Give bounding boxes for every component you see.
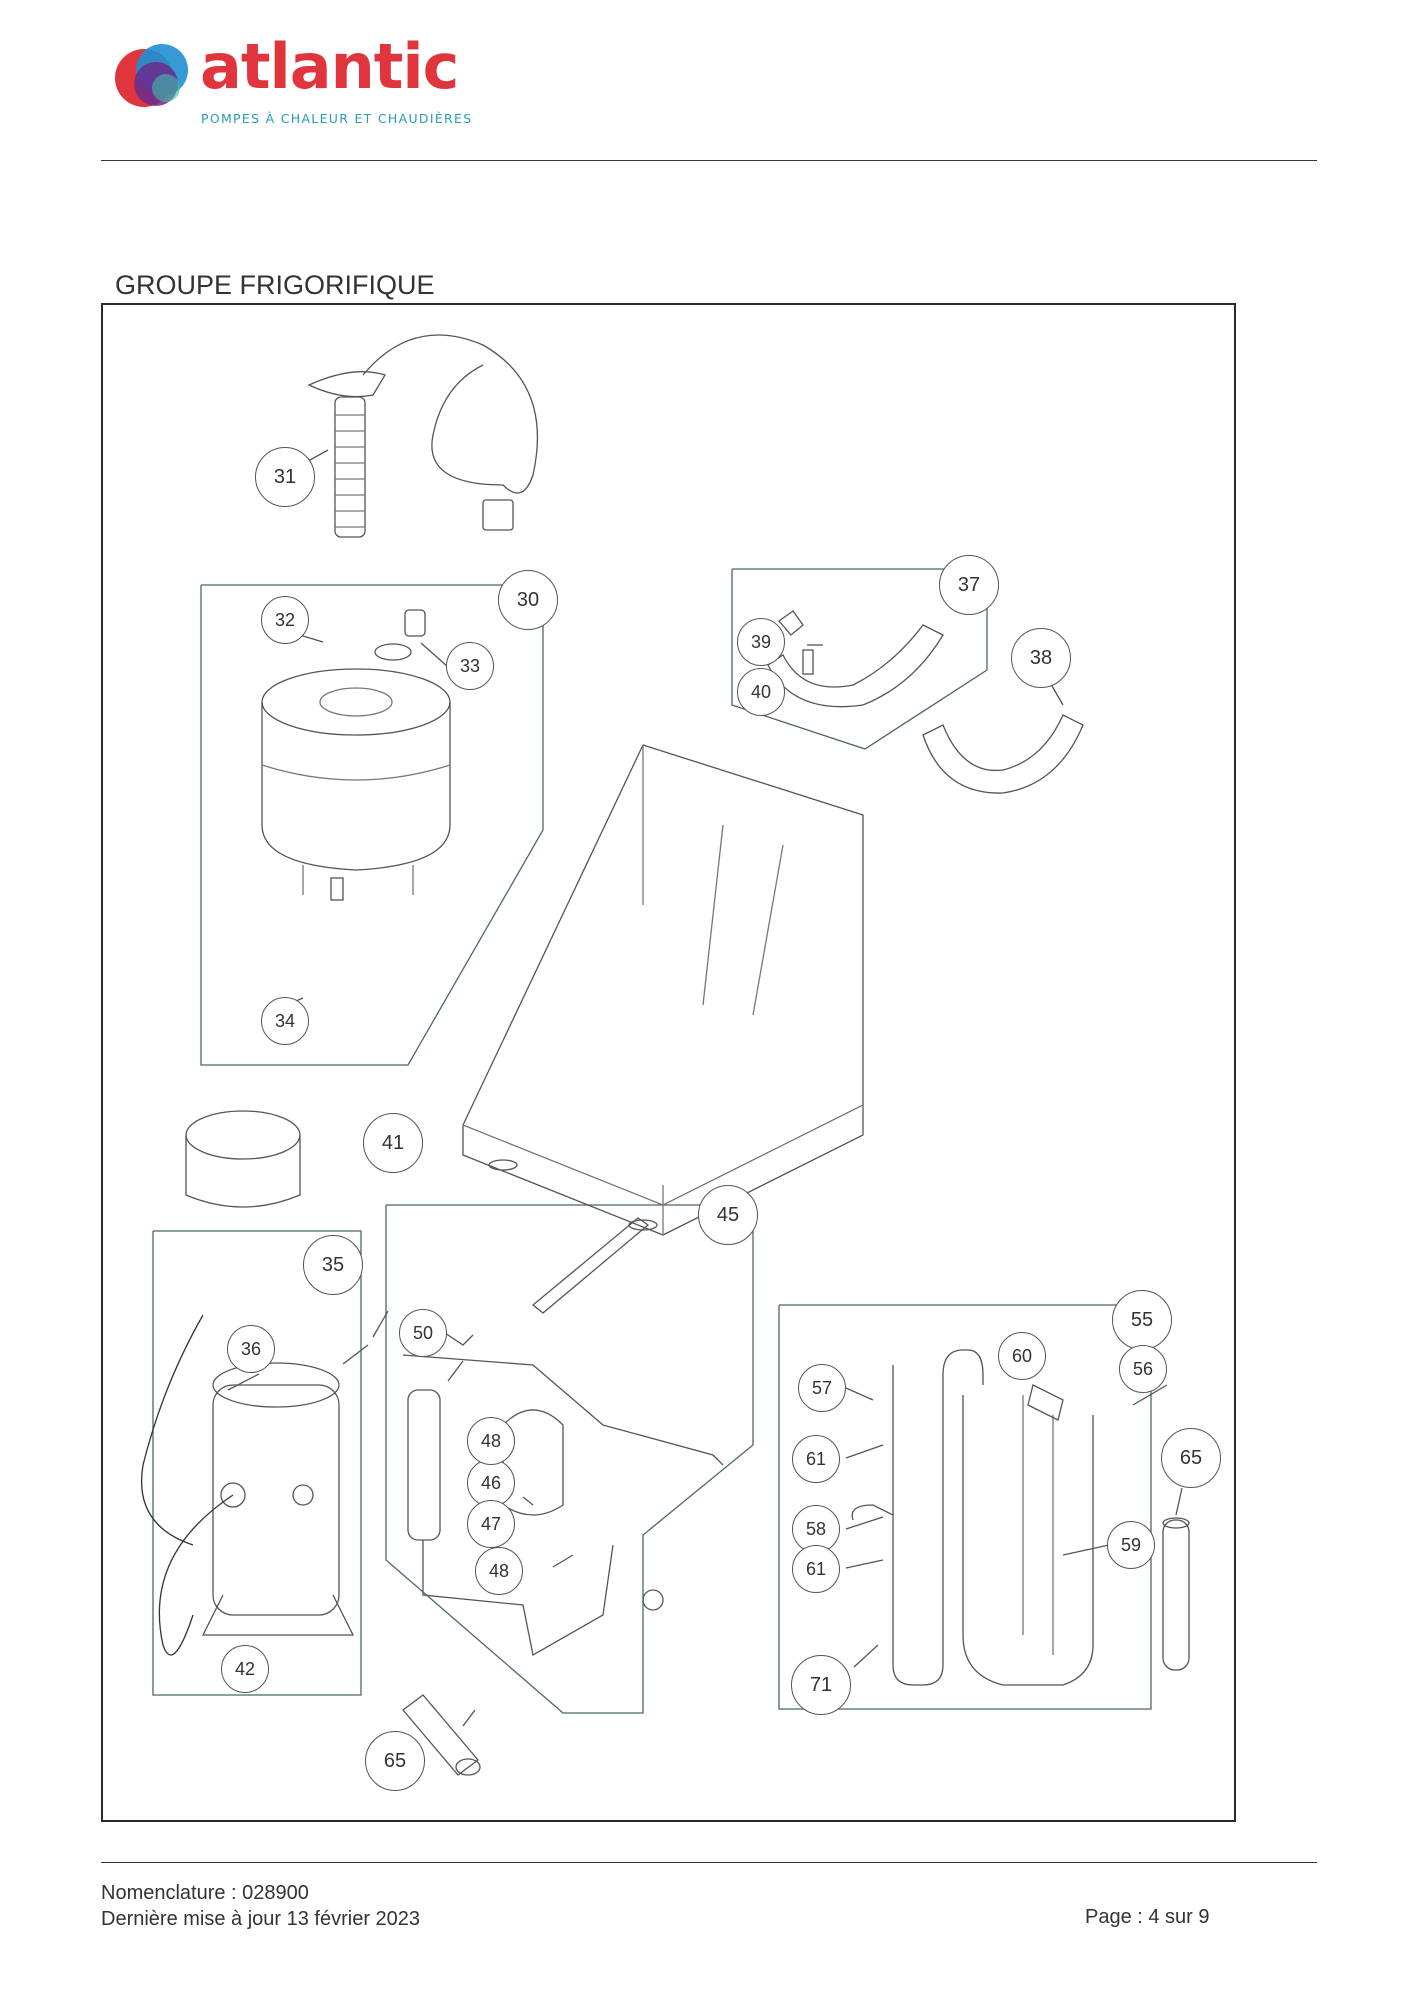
callout-60: 60 (998, 1332, 1046, 1380)
callout-55: 55 (1112, 1290, 1172, 1350)
footer-page-number: Page : 4 sur 9 (1085, 1906, 1210, 1928)
callout-37: 37 (939, 555, 999, 615)
callout-56: 56 (1119, 1345, 1167, 1393)
logo-mark-icon (115, 44, 188, 107)
callout-32: 32 (261, 596, 309, 644)
callout-71: 71 (791, 1655, 851, 1715)
callout-39: 39 (737, 618, 785, 666)
exploded-diagram: 30 31 32 33 34 35 36 37 38 39 40 41 42 4… (101, 303, 1236, 1822)
atlantic-logo: atlantic POMPES À CHALEUR ET CHAUDIÈRES (110, 30, 490, 133)
footer-info: Nomenclature : 028900 Dernière mise à jo… (101, 1880, 420, 1932)
callout-38: 38 (1011, 628, 1071, 688)
footer-divider (101, 1862, 1317, 1863)
callout-65-right: 65 (1161, 1428, 1221, 1488)
callout-59: 59 (1107, 1521, 1155, 1569)
callout-45: 45 (698, 1185, 758, 1245)
header-divider (101, 160, 1317, 161)
callout-35: 35 (303, 1235, 363, 1295)
callout-40: 40 (737, 668, 785, 716)
callout-30: 30 (498, 570, 558, 630)
footer-nomenclature: Nomenclature : 028900 (101, 1882, 309, 1904)
logo-wordmark: atlantic (200, 30, 459, 103)
callout-33: 33 (446, 642, 494, 690)
callout-57: 57 (798, 1364, 846, 1412)
diagram-drawing (141, 334, 1190, 1776)
callout-31: 31 (255, 447, 315, 507)
logo-tagline: POMPES À CHALEUR ET CHAUDIÈRES (201, 111, 473, 126)
footer-last-update: Dernière mise à jour 13 février 2023 (101, 1908, 421, 1930)
callout-48-lower: 48 (475, 1547, 523, 1595)
callout-47: 47 (467, 1500, 515, 1548)
callout-41: 41 (363, 1113, 423, 1173)
callout-65-bottom: 65 (365, 1731, 425, 1791)
callout-36: 36 (227, 1325, 275, 1373)
callout-61-lower: 61 (792, 1545, 840, 1593)
callout-34: 34 (261, 997, 309, 1045)
section-title: GROUPE FRIGORIFIQUE (115, 270, 435, 300)
callout-42: 42 (221, 1645, 269, 1693)
callout-50: 50 (399, 1309, 447, 1357)
callout-61-upper: 61 (792, 1435, 840, 1483)
callout-48-upper: 48 (467, 1417, 515, 1465)
